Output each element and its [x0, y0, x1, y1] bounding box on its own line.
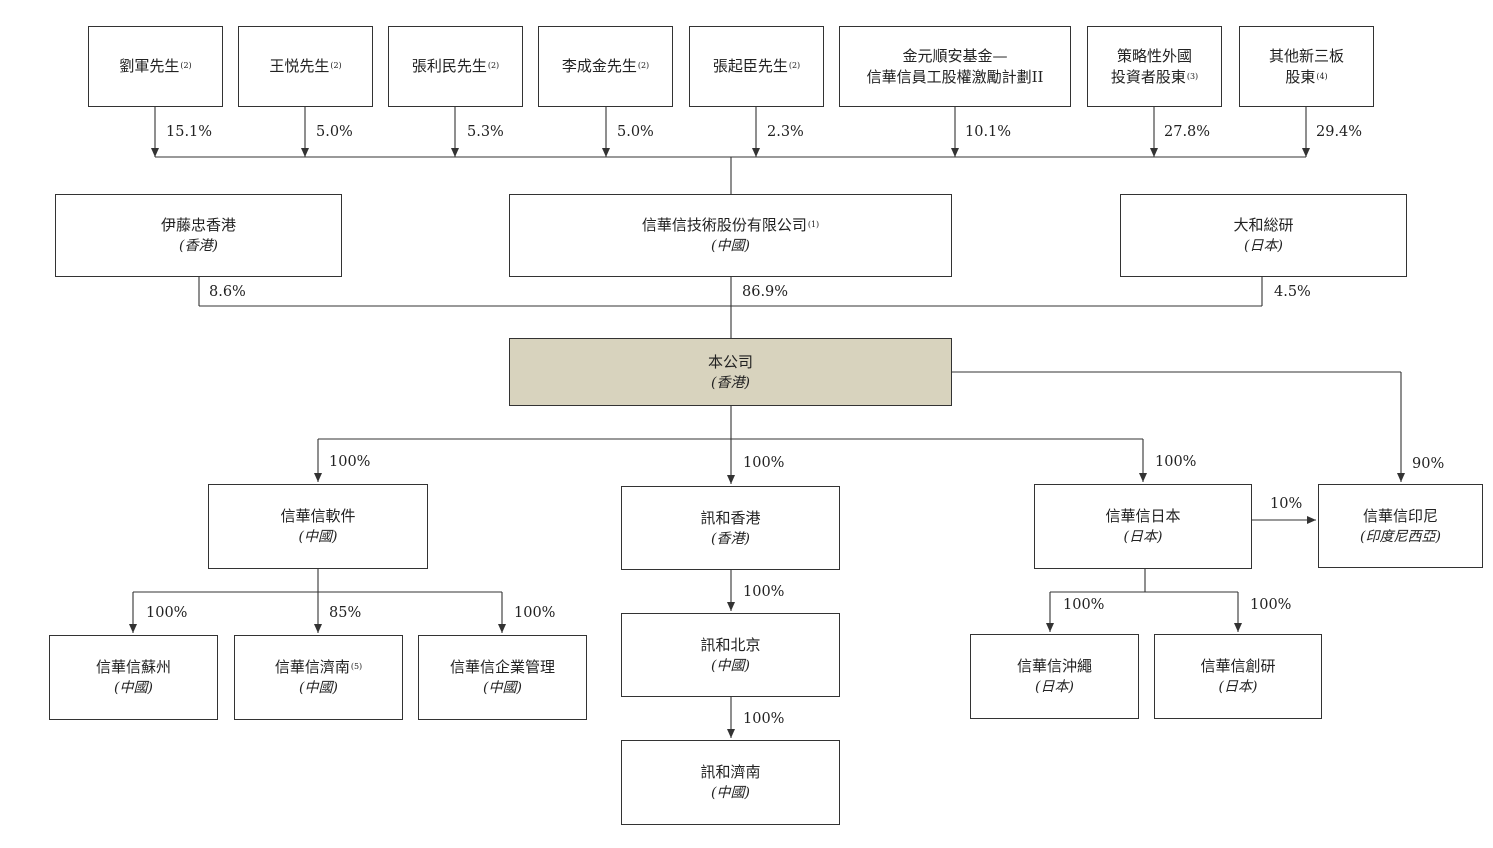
- entity-box-xunhe-hk: 訊和香港 (香港): [621, 486, 840, 570]
- entity-name: 信華信蘇州: [95, 658, 171, 676]
- entity-box-company: 本公司 (香港): [509, 338, 952, 406]
- pct-japan-indonesia: 10%: [1270, 496, 1303, 512]
- entity-name: 訊和香港: [700, 508, 761, 527]
- entity-name: 信華信日本: [1105, 507, 1181, 525]
- entity-box-software: 信華信軟件 (中國): [208, 484, 428, 569]
- entity-box-japan: 信華信日本 (日本): [1034, 484, 1252, 569]
- entity-name: 信華信濟南: [274, 658, 350, 676]
- pct-parent: 86.9%: [742, 284, 789, 300]
- entity-box-xunhe-jn: 訊和濟南 (中國): [621, 740, 840, 825]
- entity-box-soken: 信華信創研 (日本): [1154, 634, 1322, 719]
- footnote-ref: (2): [487, 61, 500, 70]
- entity-jurisdiction: (印度尼西亞): [1360, 528, 1441, 545]
- pct-wang: 5.0%: [316, 124, 353, 140]
- entity-jurisdiction: (中國): [711, 785, 750, 801]
- entity-box-suzhou: 信華信蘇州 (中國): [49, 635, 218, 720]
- entity-box-daiwa: 大和総研 (日本): [1120, 194, 1407, 277]
- footnote-ref: (2): [330, 61, 342, 70]
- entity-jurisdiction: (香港): [711, 530, 750, 547]
- pct-indonesia: 90%: [1412, 456, 1445, 472]
- footnote-ref: (5): [350, 662, 363, 671]
- pct-liu: 15.1%: [166, 124, 213, 140]
- entity-name: 大和総研: [1233, 216, 1294, 234]
- shareholder-name-line2: 投資者股東: [1110, 67, 1186, 86]
- entity-jurisdiction: (香港): [179, 238, 218, 254]
- footnote-ref: (1): [807, 220, 820, 229]
- entity-name: 信華信沖繩: [1016, 657, 1092, 675]
- pct-neeq: 29.4%: [1316, 124, 1363, 140]
- pct-soken: 100%: [1250, 597, 1292, 613]
- shareholder-name: 張利民先生: [411, 57, 487, 75]
- shareholder-name: 張起臣先生: [712, 57, 788, 75]
- entity-jurisdiction: (日本): [1035, 679, 1074, 695]
- pct-jinan: 85%: [329, 605, 362, 621]
- shareholder-name-line2: 信華信員工股權激勵計劃II: [866, 67, 1044, 86]
- shareholder-name-line2: 股東: [1285, 67, 1316, 86]
- pct-zhanglimin: 5.3%: [467, 124, 504, 140]
- entity-box-itochu: 伊藤忠香港 (香港): [55, 194, 342, 277]
- entity-name: 訊和濟南: [700, 763, 761, 781]
- entity-jurisdiction: (香港): [711, 374, 750, 391]
- entity-jurisdiction: (日本): [1218, 679, 1258, 695]
- entity-jurisdiction: (中國): [711, 238, 750, 254]
- entity-jurisdiction: (日本): [1244, 238, 1283, 254]
- shareholder-box-wang: 王悦先生(2): [238, 26, 373, 107]
- entity-jurisdiction: (中國): [114, 680, 153, 696]
- footnote-ref: (2): [180, 61, 192, 70]
- pct-xunhe-bj: 100%: [743, 584, 785, 600]
- footnote-ref: (2): [788, 61, 801, 70]
- shareholder-box-zhangqichen: 張起臣先生(2): [689, 26, 824, 107]
- shareholder-name: 李成金先生: [561, 57, 637, 75]
- shareholder-name-line1: 其他新三板: [1268, 46, 1344, 65]
- entity-name: 本公司: [707, 352, 753, 371]
- pct-okinawa: 100%: [1063, 597, 1105, 613]
- shareholder-box-li: 李成金先生(2): [538, 26, 673, 107]
- shareholder-box-fund: 金元順安基金— 信華信員工股權激勵計劃II: [839, 26, 1071, 107]
- pct-enterprise: 100%: [514, 605, 556, 621]
- entity-name: 信華信企業管理: [449, 658, 555, 676]
- entity-name: 訊和北京: [700, 635, 761, 654]
- entity-name: 信華信印尼: [1362, 506, 1438, 525]
- shareholder-box-strategic: 策略性外國 投資者股東(3): [1087, 26, 1222, 107]
- pct-strategic: 27.8%: [1164, 124, 1211, 140]
- pct-li: 5.0%: [617, 124, 654, 140]
- shareholder-name-line1: 策略性外國: [1116, 46, 1192, 65]
- pct-japan: 100%: [1155, 454, 1197, 470]
- entity-name: 信華信軟件: [280, 507, 356, 525]
- entity-box-parent: 信華信技術股份有限公司(1) (中國): [509, 194, 952, 277]
- pct-fund: 10.1%: [965, 124, 1012, 140]
- entity-jurisdiction: (中國): [298, 529, 338, 545]
- entity-jurisdiction: (中國): [711, 657, 750, 674]
- footnote-ref: (4): [1316, 71, 1328, 81]
- entity-box-enterprise: 信華信企業管理 (中國): [418, 635, 587, 720]
- shareholder-box-zhanglimin: 張利民先生(2): [388, 26, 523, 107]
- shareholder-box-liu: 劉軍先生(2): [88, 26, 223, 107]
- footnote-ref: (2): [637, 61, 650, 70]
- entity-box-jinan: 信華信濟南(5) (中國): [234, 635, 403, 720]
- entity-name: 信華信創研: [1200, 657, 1276, 675]
- pct-xunhe-jn: 100%: [743, 711, 785, 727]
- shareholder-name: 王悦先生: [269, 57, 330, 75]
- pct-daiwa: 4.5%: [1274, 284, 1311, 300]
- shareholder-name-line1: 金元順安基金—: [902, 46, 1008, 65]
- entity-jurisdiction: (中國): [299, 680, 338, 696]
- entity-box-indonesia: 信華信印尼 (印度尼西亞): [1318, 484, 1483, 568]
- footnote-ref: (3): [1186, 71, 1199, 81]
- entity-name: 伊藤忠香港: [160, 216, 236, 234]
- entity-name: 信華信技術股份有限公司: [641, 216, 807, 234]
- shareholder-name: 劉軍先生: [119, 57, 180, 75]
- pct-xunhe-hk: 100%: [743, 455, 785, 471]
- entity-jurisdiction: (中國): [483, 680, 522, 696]
- entity-box-xunhe-bj: 訊和北京 (中國): [621, 613, 840, 697]
- entity-jurisdiction: (日本): [1123, 529, 1163, 545]
- pct-itochu: 8.6%: [209, 284, 246, 300]
- pct-zhangqichen: 2.3%: [767, 124, 804, 140]
- pct-software: 100%: [329, 454, 371, 470]
- shareholder-box-neeq: 其他新三板 股東(4): [1239, 26, 1374, 107]
- pct-suzhou: 100%: [146, 605, 188, 621]
- entity-box-okinawa: 信華信沖繩 (日本): [970, 634, 1139, 719]
